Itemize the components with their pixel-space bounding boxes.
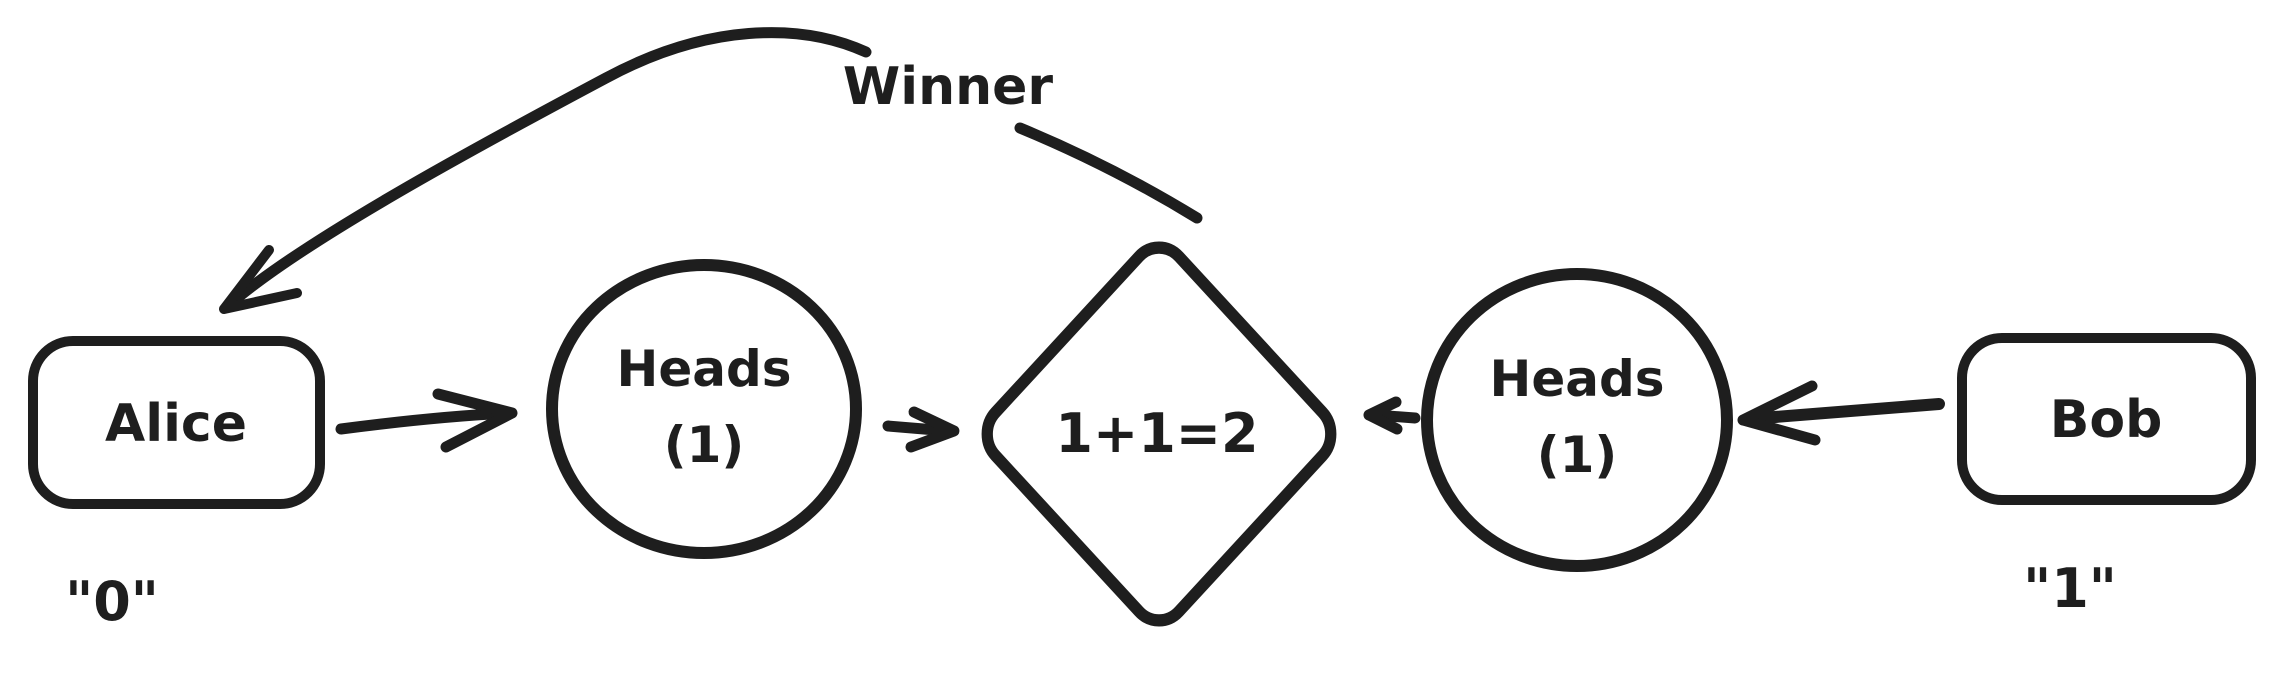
arrow-coin-left-to-sum-shaft — [882, 420, 954, 437]
arrow-coin-left-to-sum-head-icon — [905, 406, 960, 453]
arrow-bob-to-coin-right-head-icon — [1737, 380, 1821, 446]
node-alice — [28, 336, 325, 509]
arrow-alice-to-coin-left-shaft — [335, 407, 514, 435]
node-sum-diamond — [981, 241, 1337, 627]
node-coin-right — [1421, 268, 1733, 572]
arrow-bob-to-coin-right-shaft — [1744, 398, 1945, 425]
node-coin-left-line1: Heads — [616, 340, 791, 398]
node-coin-left-line2: (1) — [664, 416, 745, 474]
arrow-coin-right-to-sum — [1363, 396, 1421, 435]
node-sum-label: 1+1=2 — [1055, 402, 1258, 465]
arrow-coin-right-to-sum-head-icon — [1363, 396, 1403, 435]
bob-annotation: "1" — [2023, 557, 2117, 620]
arrow-bob-to-coin-right — [1737, 380, 1945, 446]
node-alice-label: Alice — [105, 394, 247, 454]
alice-annotation: "0" — [65, 570, 159, 633]
winner-arrow — [219, 27, 1203, 314]
node-coin-right-line2: (1) — [1537, 426, 1618, 484]
winner-arrow-left-segment — [222, 27, 872, 312]
node-coin-left — [546, 259, 862, 559]
arrow-coin-left-to-sum — [882, 406, 960, 453]
node-bob-label: Bob — [2050, 390, 2163, 450]
winner-arrow-right-segment — [1014, 122, 1203, 224]
node-bob — [1957, 333, 2256, 505]
winner-arrowhead-icon — [219, 245, 302, 314]
node-coin-right-line1: Heads — [1489, 350, 1664, 408]
winner-edge-label: Winner — [843, 57, 1053, 117]
arrow-alice-to-coin-left — [335, 388, 518, 453]
arrow-alice-to-coin-left-head-icon — [432, 388, 518, 453]
